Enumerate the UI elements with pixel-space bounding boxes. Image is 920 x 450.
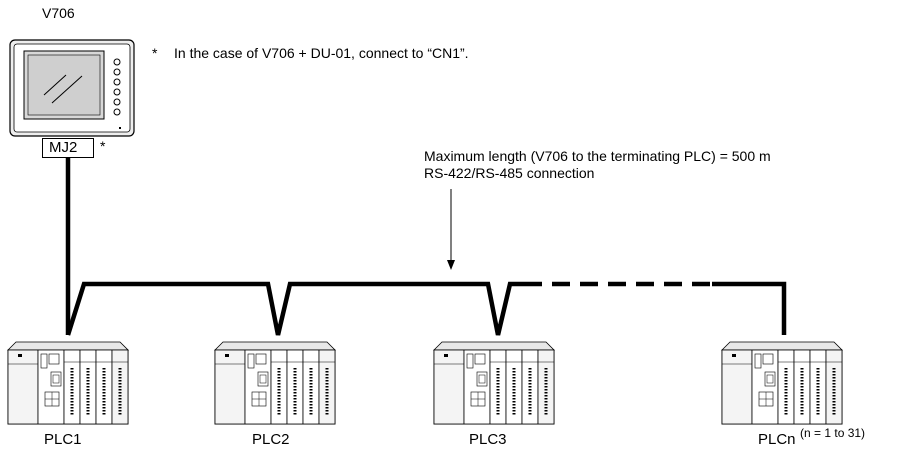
- max-length-label: Maximum length (V706 to the terminating …: [424, 148, 771, 164]
- port-marker: *: [100, 138, 106, 154]
- plcn-range-note: (n = 1 to 31): [800, 426, 866, 440]
- plc-unit-3: [432, 340, 556, 426]
- connection-type-label: RS-422/RS-485 connection: [424, 165, 595, 181]
- plc-unit-n: [720, 340, 844, 426]
- plc-label-3: PLC3: [469, 431, 507, 448]
- footnote-marker: *: [152, 45, 158, 61]
- hmi-device: [9, 39, 135, 137]
- plc-unit-2: [213, 340, 337, 426]
- footnote-text: In the case of V706 + DU-01, connect to …: [174, 45, 469, 61]
- port-label: MJ2: [49, 139, 78, 156]
- plc-label-n: PLCn: [758, 431, 796, 448]
- plc-label-1: PLC1: [44, 431, 82, 448]
- hmi-title: V706: [42, 5, 75, 21]
- port-label-box: [42, 138, 94, 158]
- plc-label-2: PLC2: [252, 431, 290, 448]
- annotation-arrow: [447, 189, 455, 270]
- plc-unit-1: [6, 340, 130, 426]
- network-cable: [65, 158, 787, 336]
